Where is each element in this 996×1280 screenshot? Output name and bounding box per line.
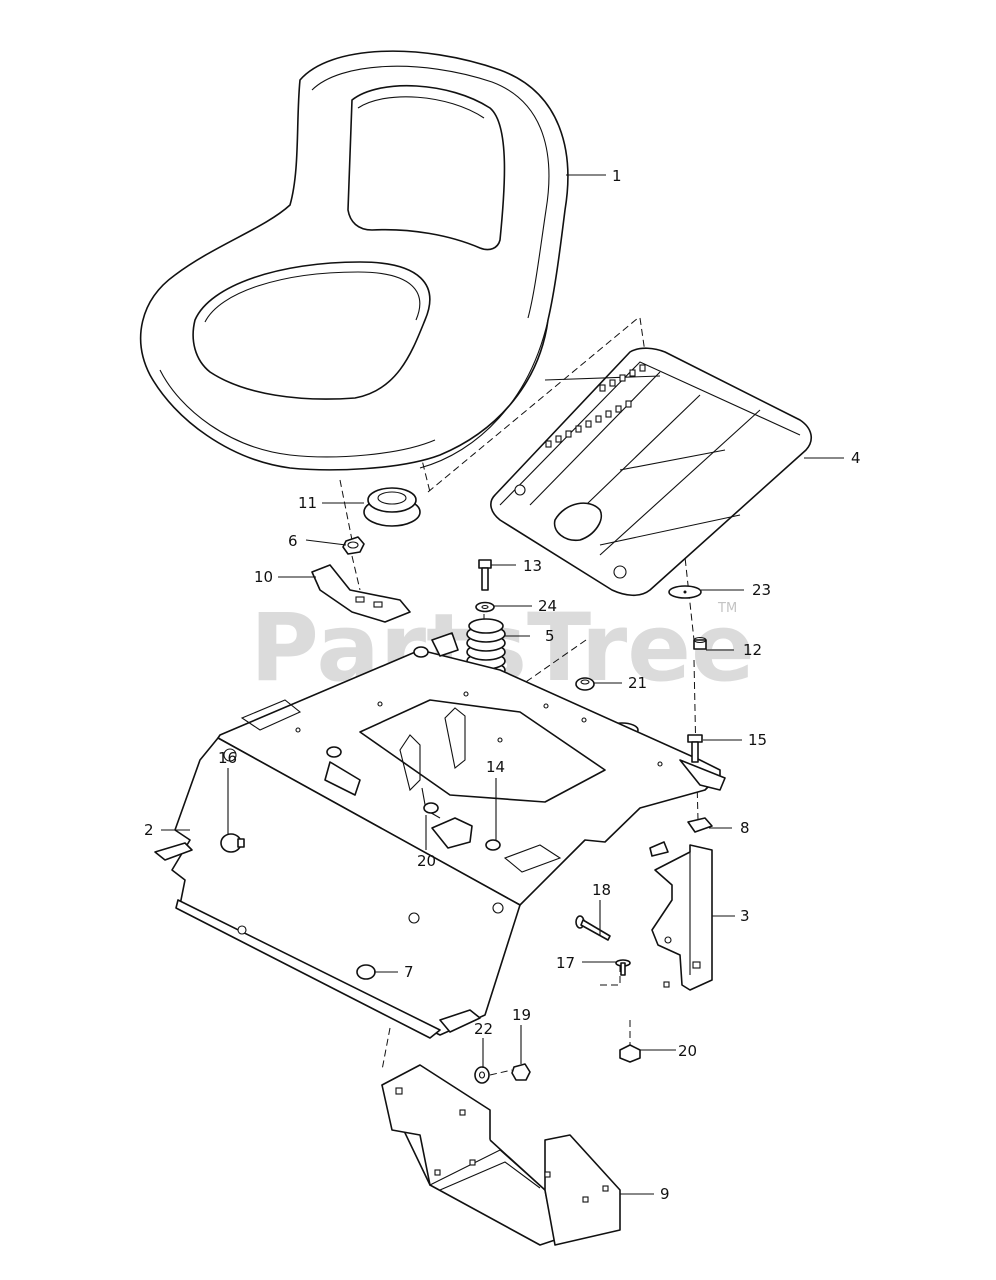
callout-20-lower: 20 [678, 1042, 697, 1060]
callout-18: 18 [592, 881, 611, 899]
callout-24: 24 [538, 597, 557, 615]
callout-5: 5 [545, 627, 555, 645]
washer-24 [475, 601, 495, 613]
callout-14: 14 [486, 758, 505, 776]
plug-16 [220, 833, 245, 853]
callout-10: 10 [254, 568, 273, 586]
nut-19 [511, 1063, 531, 1081]
callout-7: 7 [404, 963, 414, 981]
nut-upper [413, 632, 459, 658]
washer-22 [474, 1066, 490, 1084]
bolt-15 [687, 734, 703, 763]
rivet-17 [615, 959, 631, 976]
bumper-7 [356, 964, 376, 980]
bolt-18 [575, 915, 611, 941]
callout-17: 17 [556, 954, 575, 972]
seat-frame [154, 649, 726, 1039]
lower-bracket [381, 1064, 621, 1246]
callout-19: 19 [512, 1006, 531, 1024]
callout-11: 11 [298, 494, 317, 512]
callout-16: 16 [218, 749, 237, 767]
callout-1: 1 [612, 167, 622, 185]
clip-8 [687, 817, 713, 833]
seat-pan [490, 347, 813, 597]
callout-23: 23 [752, 581, 771, 599]
switch-bracket [311, 564, 411, 623]
bolt-13 [478, 559, 492, 591]
leader-lines [161, 174, 844, 1195]
watermark-trademark: TM [717, 601, 737, 616]
pin-12 [693, 636, 707, 650]
callout-labels: 1 2 3 4 5 6 7 8 9 10 11 12 13 14 15 16 1… [144, 167, 861, 1203]
callout-4: 4 [851, 449, 861, 467]
callout-13: 13 [523, 557, 542, 575]
callout-21: 21 [628, 674, 647, 692]
callout-3: 3 [740, 907, 750, 925]
callout-8: 8 [740, 819, 750, 837]
callout-2: 2 [144, 821, 154, 839]
washer-23 [668, 585, 702, 599]
seat-switch [363, 487, 421, 527]
callout-6: 6 [288, 532, 298, 550]
callout-22: 22 [474, 1020, 493, 1038]
grommet-21 [575, 677, 595, 691]
bolt-14 [485, 839, 501, 851]
callout-20-frame: 20 [417, 852, 436, 870]
side-bracket [649, 841, 713, 991]
nut-20-frame [423, 802, 439, 814]
nut-20-lower [619, 1044, 641, 1063]
callout-12: 12 [743, 641, 762, 659]
seat [139, 50, 569, 471]
callout-9: 9 [660, 1185, 670, 1203]
nut-6 [342, 536, 365, 555]
callout-15: 15 [748, 731, 767, 749]
adjustment-slots [545, 364, 646, 448]
